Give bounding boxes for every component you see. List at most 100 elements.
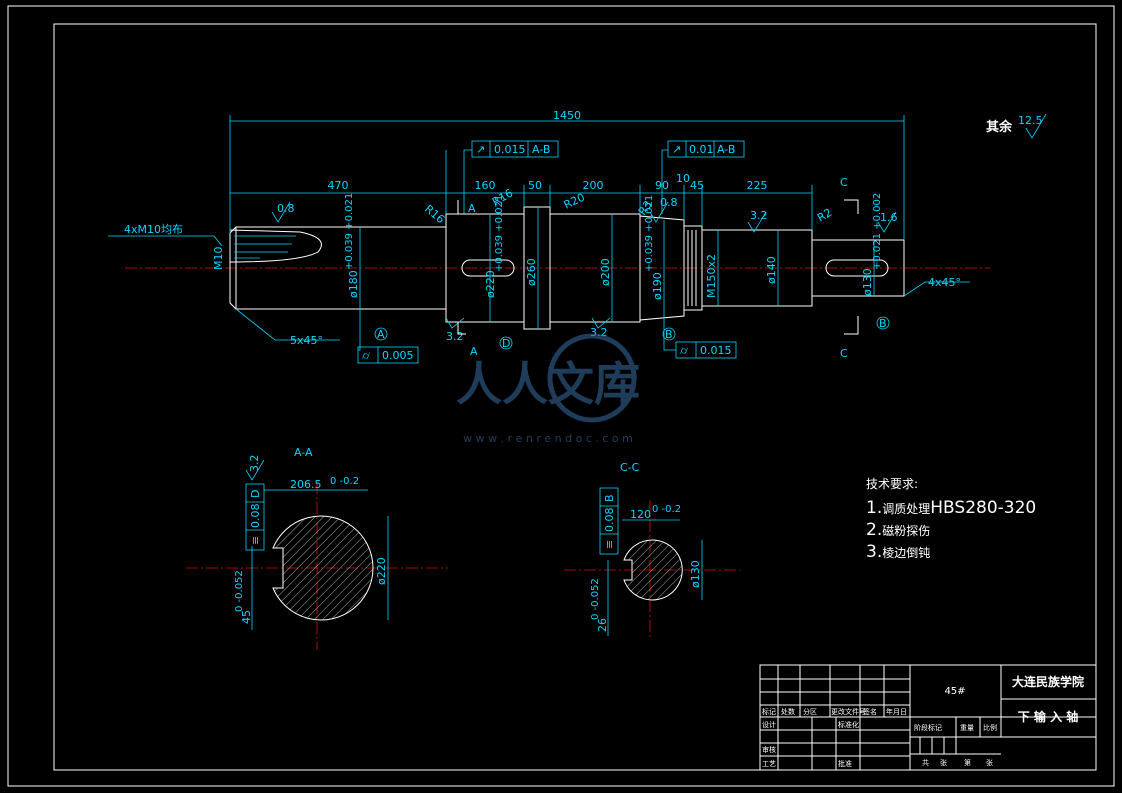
dim-d180-tol: +0.039 +0.021 xyxy=(344,193,355,270)
section-aa: A-A 206.5 0 -0.2 ø220 45 0 -0.052 xyxy=(186,446,448,650)
chamfer-right: 4x45° xyxy=(928,276,961,289)
svg-text:≡: ≡ xyxy=(249,536,262,545)
roughness-4: 0.8 xyxy=(660,196,678,209)
dim-d190-tol: +0.039 +0.021 xyxy=(644,195,655,272)
tb-h-design: 设计 xyxy=(762,720,776,729)
aa-width: 206.5 xyxy=(290,478,322,491)
dim-d220-tol: +0.039 +0.021 xyxy=(494,195,505,272)
cut-a-bottom: A xyxy=(470,345,478,358)
sym2-value: 0.08 xyxy=(603,508,616,533)
note-1: 1.调质处理HBS280-320 xyxy=(866,498,1036,518)
aa-key: 45 xyxy=(240,610,253,624)
roughness-5: 3.2 xyxy=(750,209,768,222)
tb-h-stage: 阶段标记 xyxy=(914,723,942,732)
roughness-symbols: 0.8 3.2 3.2 0.8 3.2 1.6 3.2 其余 12.5 xyxy=(245,113,1047,481)
runout1-ref: A-B xyxy=(532,143,550,156)
dim-50: 50 xyxy=(528,179,542,192)
datum-markers: A B D B A A C C xyxy=(374,176,890,360)
aa-key-tol: 0 -0.052 xyxy=(234,570,245,612)
outer-border xyxy=(7,5,1115,787)
tb-h-standard: 标准化 xyxy=(838,720,859,729)
roughness-2: 3.2 xyxy=(446,330,464,343)
cc-key-tol: 0 -0.052 xyxy=(590,578,601,620)
cc-dia: ø130 xyxy=(689,560,702,588)
tb-h-count: 处数 xyxy=(781,707,795,716)
dim-225: 225 xyxy=(747,179,768,192)
tb-h-mark: 标记 xyxy=(762,707,776,716)
dim-160: 160 xyxy=(475,179,496,192)
runout3-value: 0.005 xyxy=(382,349,414,362)
tb-h-scale: 比例 xyxy=(983,723,997,732)
watermark-url: w w w . r e n r e n d o c . c o m xyxy=(463,432,633,445)
thread-callout: 4xM10均布 xyxy=(124,223,183,236)
cut-c-bottom: C xyxy=(840,347,848,360)
watermark-text: 人人文库 xyxy=(456,357,640,411)
dimension-lines xyxy=(108,115,970,351)
aa-dia: ø220 xyxy=(375,557,388,585)
sym2-ref: B xyxy=(603,494,616,502)
chamfer-left: 5x45° xyxy=(290,334,323,347)
runout2-ref: A-B xyxy=(717,143,735,156)
roughness-6: 1.6 xyxy=(880,211,898,224)
cc-key: 26 xyxy=(596,618,609,632)
roughness-7: 3.2 xyxy=(248,455,261,473)
sym1-ref: D xyxy=(249,490,262,498)
tb-h-sign: 签名 xyxy=(863,707,877,716)
tb-h-date: 年月日 xyxy=(886,707,907,716)
tb-part-name: 下 输 入 轴 xyxy=(1018,709,1079,724)
note-3: 3.棱边倒钝 xyxy=(866,542,930,562)
cc-width: 120 xyxy=(630,508,651,521)
tb-material: 45# xyxy=(944,686,965,697)
watermark: 人人文库 w w w . r e n r e n d o c . c o m xyxy=(456,333,640,445)
notes-title: 技术要求: xyxy=(866,477,918,491)
roughness-1: 0.8 xyxy=(277,202,295,215)
dim-m10: M10 xyxy=(212,247,225,271)
tb-h-zhang1: 张 xyxy=(940,758,947,767)
dim-d220: ø220 xyxy=(484,270,497,298)
dim-d260: ø260 xyxy=(525,258,538,286)
dim-470: 470 xyxy=(328,179,349,192)
dim-200: 200 xyxy=(583,179,604,192)
svg-text:↗: ↗ xyxy=(476,143,485,156)
runout2-value: 0.01 xyxy=(689,143,714,156)
aa-width-tol: 0 -0.2 xyxy=(330,476,359,487)
roughness-rest-label: 其余 xyxy=(986,119,1013,135)
dim-r20: R20 xyxy=(562,191,587,212)
tb-h-review: 审核 xyxy=(762,745,776,754)
tb-school: 大连民族学院 xyxy=(1012,674,1084,689)
section-cc: C-C 120 0 -0.2 ø130 26 0 -0.052 xyxy=(564,461,740,640)
title-block: 45# 大连民族学院 下 输 入 轴 标记 处数 分区 更改文件号 签名 年月日… xyxy=(759,664,1097,771)
datum-b2: B xyxy=(879,317,887,330)
dim-r2: R2 xyxy=(815,206,834,225)
svg-text:≡: ≡ xyxy=(603,540,616,549)
dim-overall: 1450 xyxy=(553,109,581,122)
dim-d200: ø200 xyxy=(599,258,612,286)
technical-notes: 技术要求: 1.调质处理HBS280-320 2.磁粉探伤 3.棱边倒钝 xyxy=(866,477,1036,562)
aa-title: A-A xyxy=(294,446,313,459)
dim-r16a: R16 xyxy=(422,202,447,226)
tb-h-doc: 更改文件号 xyxy=(831,707,866,716)
datum-b: B xyxy=(665,328,673,341)
dim-m150: M150x2 xyxy=(705,254,718,298)
tb-h-zone: 分区 xyxy=(803,707,817,716)
tb-h-total: 共 xyxy=(922,758,929,767)
dim-45: 45 xyxy=(690,179,704,192)
dim-d130: ø130 xyxy=(861,268,874,296)
tb-h-approve: 批准 xyxy=(838,759,852,768)
dim-d190: ø190 xyxy=(651,272,664,300)
cc-title: C-C xyxy=(620,461,640,474)
inner-border xyxy=(53,23,1097,771)
svg-text:⌭: ⌭ xyxy=(362,349,370,362)
roughness-rest-value: 12.5 xyxy=(1018,114,1043,127)
dim-d180: ø180 xyxy=(347,270,360,298)
runout4-value: 0.015 xyxy=(700,344,732,357)
sym1-value: 0.08 xyxy=(249,504,262,529)
dim-10: 10 xyxy=(676,172,690,185)
datum-d: D xyxy=(502,337,510,350)
tb-h-weight: 重量 xyxy=(960,724,974,732)
datum-a: A xyxy=(377,328,385,341)
tb-h-page: 第 xyxy=(964,758,971,767)
tolerance-frames: ↗ 0.015 A-B ↗ 0.01 A-B ⌭ 0.005 ⌭ 0.015 D… xyxy=(245,140,745,555)
cut-c-top: C xyxy=(840,176,848,189)
runout1-value: 0.015 xyxy=(494,143,526,156)
